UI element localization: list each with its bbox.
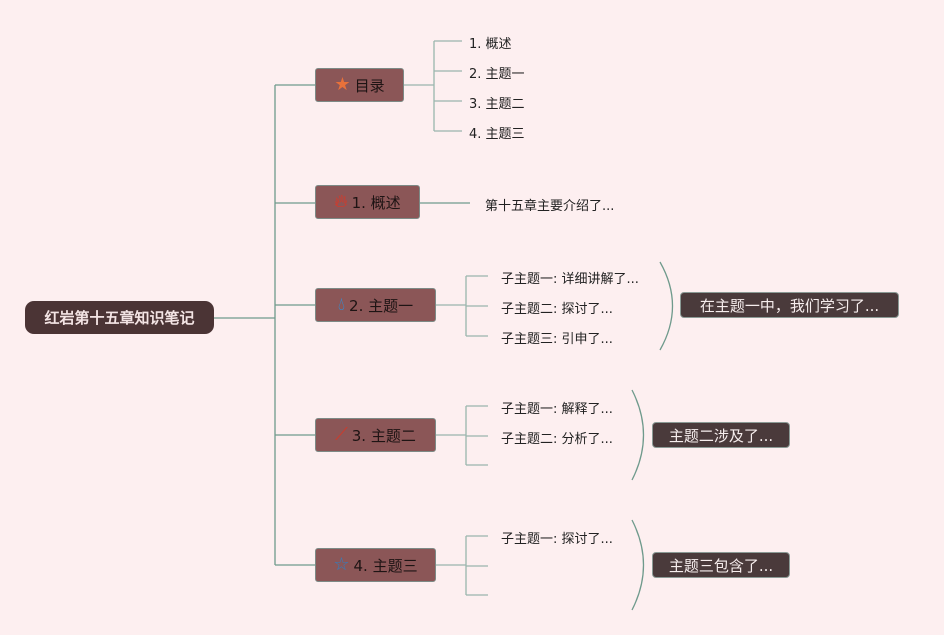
- branch-label: 1. 概述: [351, 193, 401, 212]
- summary-topic-3[interactable]: 主题三包含了...: [652, 552, 790, 578]
- fire-icon: 🔥︎: [334, 191, 348, 212]
- branch-topic-2[interactable]: ⟋ 3. 主题二: [315, 418, 436, 452]
- water-drop-icon: 💧︎: [337, 294, 346, 315]
- subtopic-item[interactable]: 子主题一: 探讨了...: [501, 532, 613, 547]
- branch-overview[interactable]: 🔥︎ 1. 概述: [315, 185, 420, 219]
- star-outline-icon: ☆: [333, 554, 350, 575]
- summary-topic-1[interactable]: 在主题一中，我们学习了...: [680, 292, 899, 318]
- summary-topic-2[interactable]: 主题二涉及了...: [652, 422, 790, 448]
- toc-item[interactable]: 2. 主题一: [469, 67, 525, 82]
- toc-item[interactable]: 3. 主题二: [469, 97, 525, 112]
- subtopic-item[interactable]: 子主题二: 分析了...: [501, 432, 613, 447]
- magic-wand-icon: ⟋: [335, 424, 348, 445]
- branch-label: 目录: [354, 76, 385, 95]
- branch-label: 4. 主题三: [353, 556, 418, 575]
- subtopic-item[interactable]: 子主题二: 探讨了...: [501, 302, 613, 317]
- root-topic[interactable]: 红岩第十五章知识笔记: [25, 301, 214, 334]
- subtopic-item[interactable]: 子主题三: 引申了...: [501, 332, 613, 347]
- subtopic-item[interactable]: 子主题一: 解释了...: [501, 402, 613, 417]
- overview-item[interactable]: 第十五章主要介绍了...: [485, 199, 615, 214]
- toc-item[interactable]: 4. 主题三: [469, 127, 525, 142]
- branch-label: 3. 主题二: [351, 426, 416, 445]
- toc-item[interactable]: 1. 概述: [469, 37, 512, 52]
- branch-topic-1[interactable]: 💧︎ 2. 主题一: [315, 288, 436, 322]
- branch-topic-3[interactable]: ☆ 4. 主题三: [315, 548, 436, 582]
- branch-label: 2. 主题一: [349, 296, 414, 315]
- subtopic-item[interactable]: 子主题一: 详细讲解了...: [501, 272, 639, 287]
- branch-toc[interactable]: ★ 目录: [315, 68, 404, 102]
- star-icon: ★: [334, 74, 351, 95]
